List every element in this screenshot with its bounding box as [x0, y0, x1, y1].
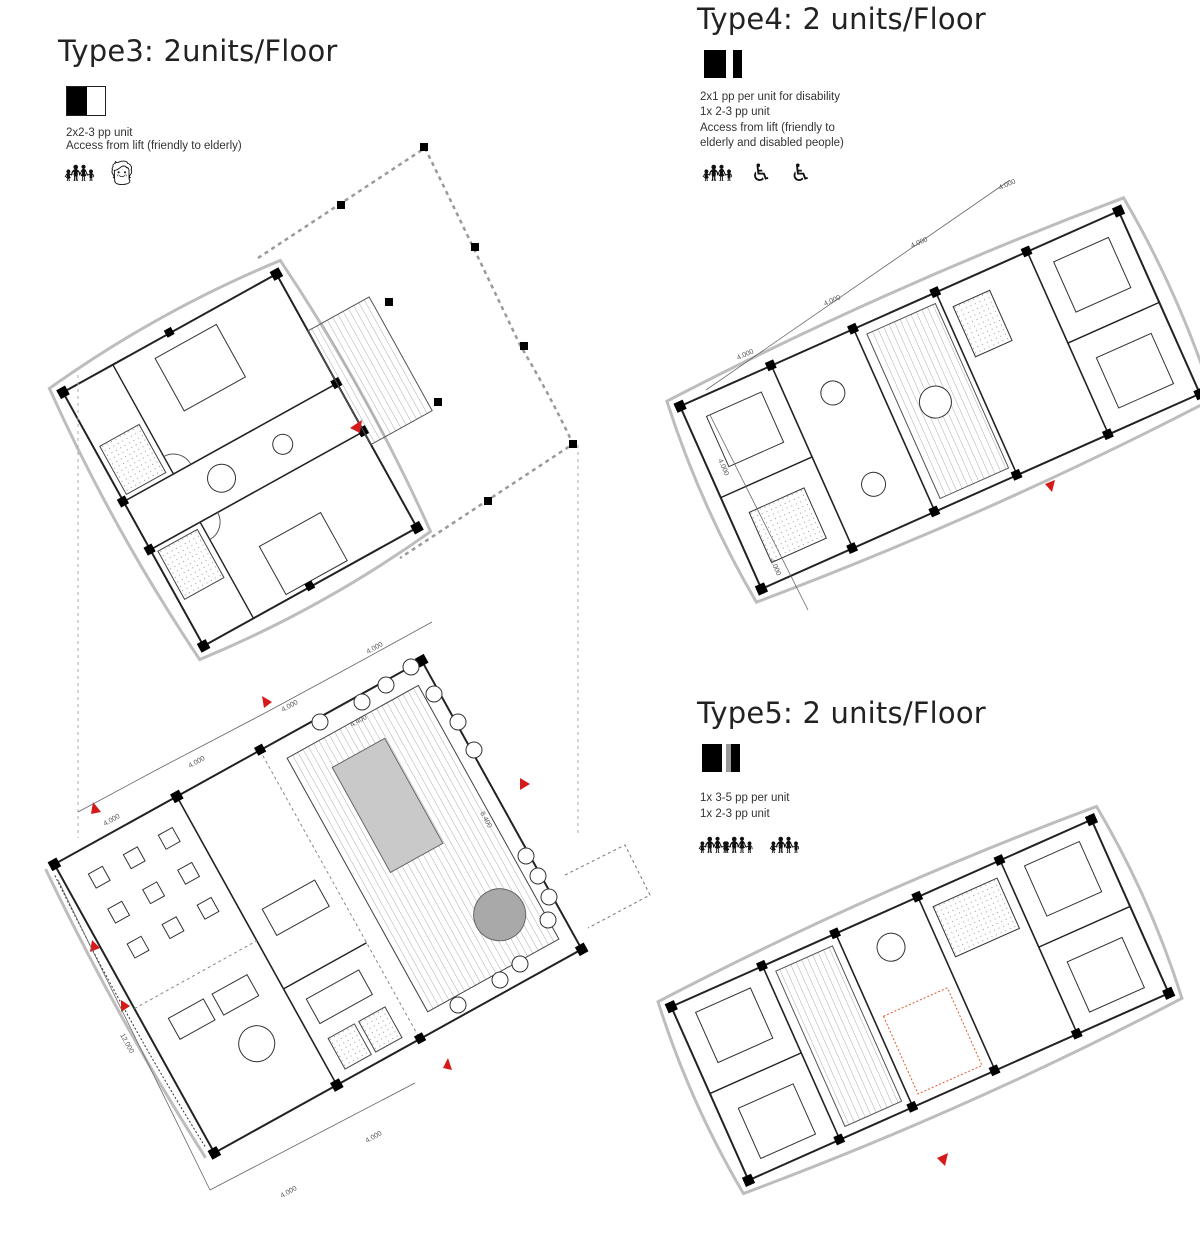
family-icon: 👪︎: [64, 160, 95, 187]
type4-note-3: Access from lift (friendly to: [700, 122, 835, 134]
garden-outline: [257, 146, 575, 560]
dim-label: 4.000: [910, 236, 929, 250]
type5-unit-swatch: [702, 744, 740, 772]
entrance-marker: [350, 420, 362, 433]
entrance-marker: [937, 1153, 948, 1166]
type4-note-1: 2x1 pp per unit for disability: [700, 91, 840, 103]
family-icon: 👪︎: [702, 160, 733, 187]
type5-title: Type5: 2 units/Floor: [697, 696, 986, 730]
type4-unit-swatch: [704, 50, 742, 78]
type3-title: Type3: 2units/Floor: [58, 34, 338, 68]
type4-floor-plan: [665, 195, 1200, 605]
type3-unit-swatch: [66, 86, 106, 116]
family-icon: 👪︎: [768, 832, 800, 859]
dim-label: 4.000: [823, 294, 842, 308]
type3-note-2: Access from lift (friendly to elderly): [66, 140, 242, 152]
dim-label: 4.000: [365, 1130, 384, 1145]
trees: [311, 658, 558, 1014]
type5-floor-plan: [656, 804, 1184, 1196]
elderly-couple-icon: 🧓︎: [106, 160, 137, 187]
type4-note-4: elderly and disabled people): [700, 137, 844, 149]
wheelchair-icon: ♿︎: [750, 160, 772, 187]
wheelchair-icon: ♿︎: [789, 160, 812, 187]
large-family-icon: 👪︎👪︎: [698, 832, 753, 859]
dim-label: 4.000: [281, 699, 300, 714]
entrance-marker: [1045, 480, 1055, 492]
type5-note-1: 1x 3-5 pp per unit: [700, 792, 790, 804]
type4-note-2: 1x 2-3 pp unit: [700, 106, 770, 118]
type5-note-2: 1x 2-3 pp unit: [700, 808, 770, 820]
dim-label: 4.000: [103, 813, 122, 828]
stair-highlight: [882, 987, 983, 1095]
type3-ground-floor-plan: [44, 653, 589, 1160]
dim-label: 4.000: [188, 755, 207, 770]
dim-label: 4.000: [280, 1185, 299, 1200]
type4-title: Type4: 2 units/Floor: [697, 2, 986, 36]
type3-upper-floor-plan: [47, 258, 433, 662]
type3-note-1: 2x2-3 pp unit: [66, 127, 133, 139]
dim-label: 4.000: [998, 178, 1017, 192]
